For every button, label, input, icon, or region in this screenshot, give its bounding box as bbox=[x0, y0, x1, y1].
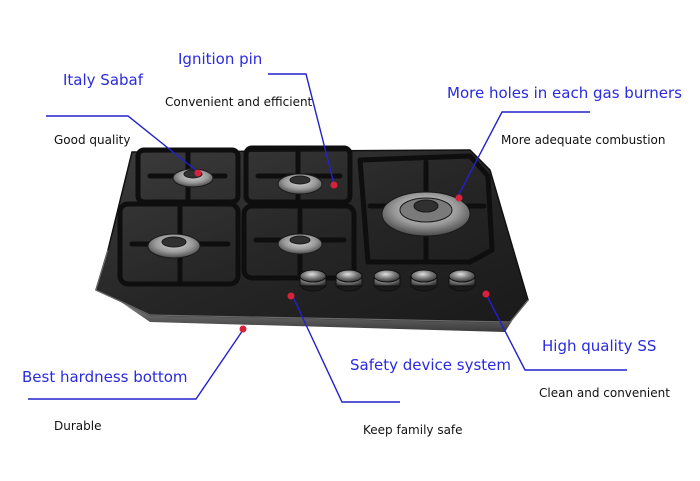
marker-ignition-pin bbox=[330, 181, 338, 189]
marker-safety bbox=[287, 292, 295, 300]
callout-title-more-holes: More holes in each gas burners bbox=[447, 84, 682, 102]
knob-3 bbox=[373, 269, 401, 292]
leader-ignition-pin bbox=[268, 73, 335, 185]
markers bbox=[194, 169, 490, 333]
marker-high-quality bbox=[482, 290, 490, 298]
knob-2 bbox=[335, 269, 363, 292]
callout-title-best-hardness: Best hardness bottom bbox=[22, 368, 188, 386]
callout-desc-high-quality: Clean and convenient bbox=[539, 386, 670, 400]
callout-title-safety: Safety device system bbox=[350, 356, 512, 374]
knob-1 bbox=[299, 269, 327, 292]
callout-desc-best-hardness: Durable bbox=[54, 419, 102, 433]
callout-desc-more-holes: More adequate combustion bbox=[501, 133, 666, 147]
leader-more-holes bbox=[457, 111, 590, 197]
leader-high-quality bbox=[485, 293, 627, 371]
control-knobs bbox=[299, 269, 476, 292]
leader-italy-sabaf bbox=[46, 115, 199, 173]
callout-title-italy-sabaf: Italy Sabaf bbox=[63, 71, 144, 89]
marker-italy-sabaf bbox=[194, 169, 202, 177]
leader-safety bbox=[292, 296, 400, 403]
burners bbox=[147, 168, 471, 259]
callout-desc-safety: Keep family safe bbox=[363, 423, 463, 437]
callout-title-ignition-pin: Ignition pin bbox=[178, 50, 263, 68]
callout-desc-italy-sabaf: Good quality bbox=[54, 133, 131, 147]
marker-best-hardness bbox=[239, 325, 247, 333]
leader-best-hardness bbox=[28, 329, 244, 400]
callout-title-high-quality: High quality SS bbox=[542, 337, 657, 355]
knob-4 bbox=[410, 269, 438, 292]
marker-more-holes bbox=[455, 194, 463, 202]
leader-lines bbox=[28, 73, 627, 403]
knob-5 bbox=[448, 269, 476, 292]
callout-desc-ignition-pin: Convenient and efficient bbox=[165, 95, 313, 109]
